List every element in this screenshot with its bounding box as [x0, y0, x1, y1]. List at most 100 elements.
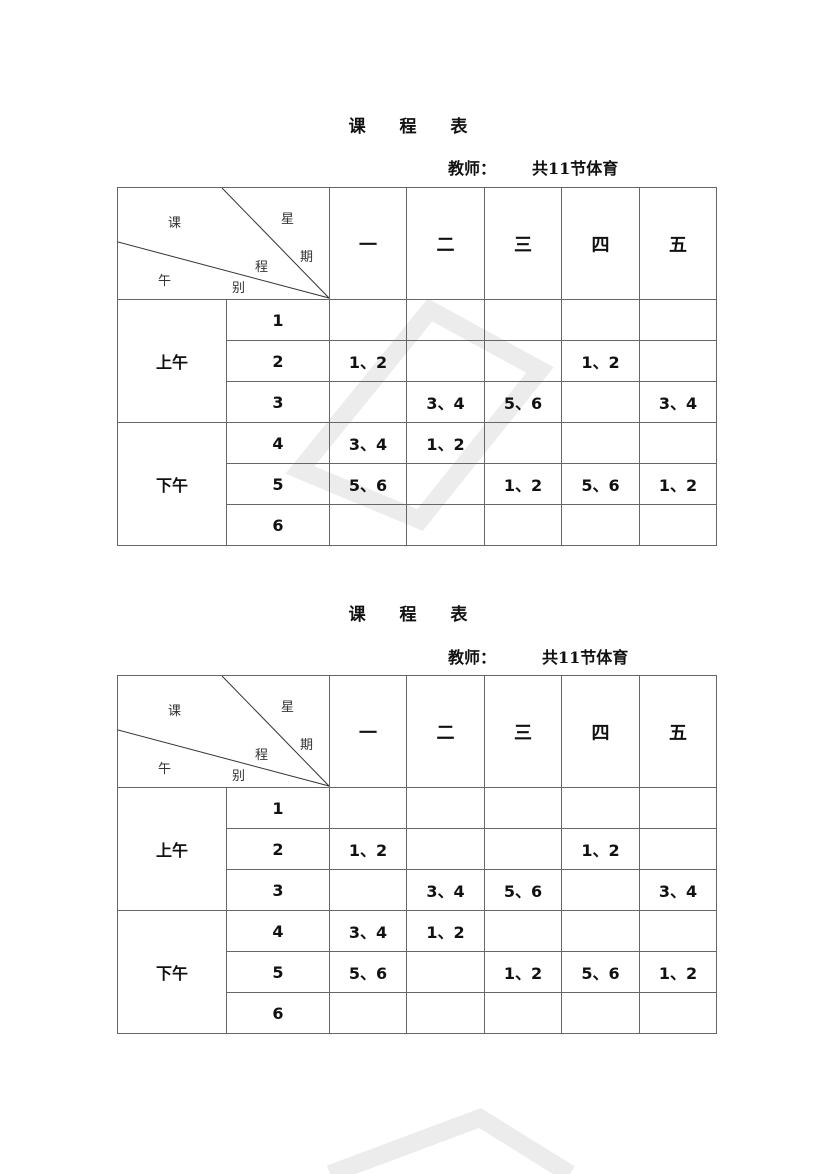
schedule-cell: [639, 504, 717, 546]
period-number: 2: [226, 340, 330, 382]
table-row: 6: [118, 992, 717, 1034]
diag-label-bie: 别: [232, 769, 246, 784]
schedule-cell: [639, 828, 717, 870]
day-header-thu: 四: [561, 675, 640, 788]
teacher-note: 共11节体育: [532, 159, 619, 178]
header-row: 课 星 期 程 午 别 一 二 三 四 五: [117, 675, 717, 788]
diag-label-qi: 期: [300, 250, 314, 265]
schedule-cell: 5、6: [329, 951, 407, 993]
schedule-cell: [329, 381, 407, 423]
schedule-cell: 1、2: [484, 951, 562, 993]
schedule-cell: [329, 992, 407, 1034]
schedule-cell: [561, 422, 640, 464]
teacher-line: 教师： 共11节体育: [448, 155, 618, 179]
session-afternoon: 下午: [117, 422, 227, 546]
diag-label-wu: 午: [158, 762, 172, 777]
schedule-cell: 1、2: [561, 828, 640, 870]
period-number: 6: [226, 992, 330, 1034]
day-header-tue: 二: [406, 675, 485, 788]
period-number: 5: [226, 463, 330, 505]
table-row: 3 3、4 5、6 3、4: [118, 869, 717, 911]
diagonal-lines: [118, 188, 330, 299]
session-morning: 上午: [117, 787, 227, 911]
diag-label-xing: 星: [281, 212, 295, 227]
schedule-cell: [406, 992, 485, 1034]
schedule-cell: [639, 422, 717, 464]
diag-label-cheng: 程: [255, 260, 269, 275]
day-header-thu: 四: [561, 187, 640, 300]
schedule-cell: [484, 504, 562, 546]
schedule-cell: [406, 951, 485, 993]
schedule-cell: 1、2: [639, 463, 717, 505]
schedule-cell: 5、6: [329, 463, 407, 505]
period-number: 1: [226, 787, 330, 829]
day-header-wed: 三: [484, 187, 562, 300]
period-number: 5: [226, 951, 330, 993]
schedule-cell: [484, 910, 562, 952]
schedule-cell: 1、2: [484, 463, 562, 505]
table-row: 下午 4 3、4 1、2: [117, 910, 717, 1034]
schedule-cell: [329, 504, 407, 546]
table-row: 3 3、4 5、6 3、4: [118, 381, 717, 423]
header-row: 课 星 期 程 午 别 一 二 三 四 五: [117, 187, 717, 300]
diag-label-qi: 期: [300, 738, 314, 753]
period-number: 3: [226, 869, 330, 911]
teacher-label: 教师：: [448, 159, 497, 178]
schedule-cell: [561, 869, 640, 911]
schedule-cell: [406, 340, 485, 382]
teacher-note: 共11节体育: [542, 648, 629, 667]
schedule-cell: [639, 340, 717, 382]
schedule-table: 课 星 期 程 午 别 一 二 三 四 五 上午 1 2 1、2 1、2 3 3…: [117, 187, 717, 546]
period-number: 3: [226, 381, 330, 423]
schedule-table: 课 星 期 程 午 别 一 二 三 四 五 上午 1 2 1、2 1、2 3 3…: [117, 675, 717, 1034]
schedule-cell: [639, 299, 717, 341]
diag-label-ke: 课: [168, 704, 182, 719]
schedule-cell: [639, 787, 717, 829]
schedule-cell: [484, 340, 562, 382]
schedule-cell: 1、2: [406, 422, 485, 464]
period-number: 1: [226, 299, 330, 341]
table-row: 下午 4 3、4 1、2: [117, 422, 717, 546]
schedule-cell: 3、4: [639, 381, 717, 423]
diag-label-ke: 课: [168, 216, 182, 231]
schedule-cell: [406, 787, 485, 829]
table-row: 上午 1: [117, 299, 717, 423]
diagonal-lines: [118, 676, 330, 787]
diagonal-header-cell: 课 星 期 程 午 别: [117, 187, 330, 300]
diagonal-header-cell: 课 星 期 程 午 别: [117, 675, 330, 788]
table-row: 5 5、6 1、2 5、6 1、2: [118, 463, 717, 505]
schedule-cell: 3、4: [329, 422, 407, 464]
schedule-title: 课 程 表: [348, 605, 482, 625]
table-row: 2 1、2 1、2: [118, 828, 717, 870]
table-row: 上午 1: [117, 787, 717, 911]
day-header-mon: 一: [329, 675, 407, 788]
period-number: 6: [226, 504, 330, 546]
schedule-cell: [484, 299, 562, 341]
schedule-cell: [406, 463, 485, 505]
diag-label-wu: 午: [158, 274, 172, 289]
schedule-cell: 3、4: [639, 869, 717, 911]
day-header-fri: 五: [639, 675, 717, 788]
schedule-cell: [329, 787, 407, 829]
schedule-cell: [329, 869, 407, 911]
table-row: 2 1、2 1、2: [118, 340, 717, 382]
schedule-cell: 5、6: [484, 869, 562, 911]
schedule-cell: [561, 504, 640, 546]
table-row: 6: [118, 504, 717, 546]
schedule-cell: [561, 299, 640, 341]
schedule-cell: [406, 828, 485, 870]
day-header-mon: 一: [329, 187, 407, 300]
schedule-cell: 1、2: [639, 951, 717, 993]
session-afternoon: 下午: [117, 910, 227, 1034]
schedule-cell: [484, 422, 562, 464]
teacher-line: 教师：共11节体育: [448, 644, 628, 668]
day-header-wed: 三: [484, 675, 562, 788]
schedule-cell: 3、4: [406, 869, 485, 911]
schedule-cell: 1、2: [329, 828, 407, 870]
schedule-cell: [561, 787, 640, 829]
schedule-cell: 5、6: [561, 463, 640, 505]
schedule-cell: [639, 910, 717, 952]
schedule-cell: 1、2: [561, 340, 640, 382]
period-number: 4: [226, 910, 330, 952]
schedule-cell: 1、2: [406, 910, 485, 952]
